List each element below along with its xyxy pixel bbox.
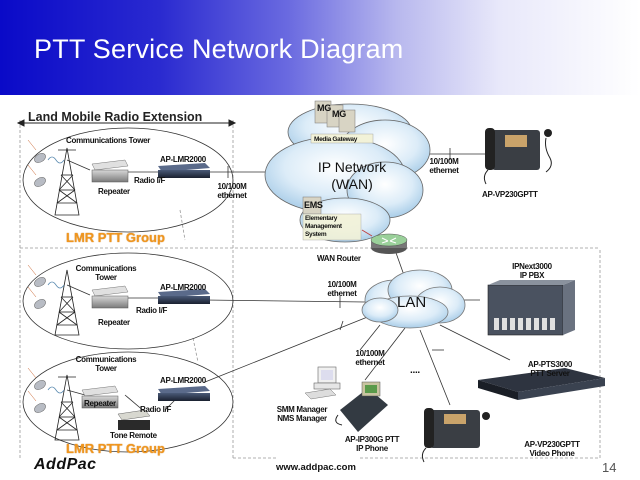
link-lmr2-lan — [204, 299, 366, 303]
lmr-ptt-group-label: LMR PTT Group — [66, 441, 165, 456]
lmr-group-2-ellipse — [22, 252, 234, 350]
tone-remote-label: Tone Remote — [110, 431, 157, 440]
ip-pbx-icon — [487, 280, 575, 336]
wan-cloud-label-line2: (WAN) — [331, 176, 373, 192]
video-phone-label: AP-VP230GPTT Video Phone — [512, 440, 592, 458]
ptt-server-label-line2: PTT Server — [530, 369, 570, 378]
wan-cloud-label: IP Network (WAN) — [302, 159, 402, 193]
lmr-gateway-icon — [158, 163, 210, 178]
radio-if-label: Radio I/F — [140, 405, 172, 414]
radio-if-label: Radio I/F — [136, 306, 168, 315]
video-phone-label-line1: AP-VP230GPTT — [524, 440, 580, 449]
addpac-logo: AddPac — [34, 456, 97, 473]
tower-label: Communications Tower — [75, 264, 137, 282]
repeater-label: Repeater — [98, 318, 130, 327]
tower-icon — [54, 374, 80, 441]
more-devices-ellipsis: .... — [410, 365, 420, 376]
ems-label-box — [302, 213, 362, 241]
ethernet-label: 10/100M ethernet — [217, 182, 247, 200]
lmr-gateway-icon — [158, 289, 210, 304]
ethernet-label: 10/100M ethernet — [355, 349, 385, 367]
lan-cloud — [361, 269, 466, 329]
lmr-gateway-label: AP-LMR2000 — [160, 155, 206, 164]
repeater-label: Repeater — [84, 399, 116, 408]
ip-phone-icon — [335, 381, 388, 432]
ip-phone-label-line2: IP Phone — [356, 444, 388, 453]
wan-cloud-label-line1: IP Network — [317, 159, 387, 175]
ptt-server-icon — [478, 368, 605, 400]
lmr-ptt-group-label: LMR PTT Group — [66, 230, 165, 245]
radio-if-label: Radio I/F — [134, 176, 166, 185]
link-lan-server — [439, 324, 511, 361]
video-phone-label: AP-VP230GPTT — [482, 190, 538, 199]
slide-header: PTT Service Network Diagram — [0, 0, 640, 95]
video-phone-icon — [483, 128, 552, 185]
wan-router-icon — [370, 233, 408, 254]
tower-label: Communications Tower — [75, 355, 137, 373]
pc-label: SMM Manager NMS Manager — [264, 405, 340, 423]
video-phone-label-line2: Video Phone — [529, 449, 575, 458]
lmr-gateway-label: AP-LMR2000 — [160, 283, 206, 292]
ptt-server-label-line1: AP-PTS3000 — [527, 360, 573, 369]
pc-label-line2: NMS Manager — [277, 414, 327, 423]
ip-pbx-label-line2: IP PBX — [519, 271, 545, 280]
repeater-label: Repeater — [98, 187, 130, 196]
ems-description: Elementary Management System — [305, 215, 342, 239]
tower-icon — [54, 147, 80, 216]
link-tower-repeater-1 — [66, 159, 91, 171]
tower-icon — [54, 269, 80, 336]
lan-cloud-label: LAN — [397, 294, 427, 311]
ems-desc-line2: Management — [305, 223, 342, 230]
ip-phone-label-line1: AP-IP300G PTT — [344, 435, 400, 444]
link-wan-router — [361, 229, 373, 237]
ems-label: EMS — [304, 200, 323, 210]
repeater-icon — [81, 385, 119, 409]
page-number: 14 — [602, 460, 617, 475]
pc-workstation-icon — [304, 366, 341, 400]
ethernet-label: 10/100M ethernet — [429, 157, 459, 175]
ethernet-label: 10/100M ethernet — [327, 280, 357, 298]
pc-label-line1: SMM Manager — [276, 405, 328, 414]
slide-title: PTT Service Network Diagram — [34, 34, 404, 64]
link-lan-ipphone — [364, 327, 406, 381]
lmr-group-1-ellipse — [22, 127, 234, 233]
footer-url[interactable]: www.addpac.com — [276, 462, 356, 473]
link-lan-videophone — [419, 329, 451, 406]
tower-label: Communications Tower — [66, 136, 151, 145]
lmr-extension-title: Land Mobile Radio Extension — [28, 110, 203, 124]
radio-handset-icon — [27, 139, 46, 413]
ip-pbx-label-line1: IPNext3000 — [512, 262, 552, 271]
repeater-icon — [91, 159, 129, 183]
lmr-extension-arrow — [16, 119, 237, 127]
wan-router-label: WAN Router — [317, 254, 361, 263]
ip-phone-label: AP-IP300G PTT IP Phone — [332, 435, 412, 453]
media-gateway-label: Media Gateway — [314, 136, 358, 143]
lmr-group-3-ellipse — [22, 351, 234, 453]
lmr-gateway-icon — [158, 386, 210, 401]
media-gateway-server-icon — [314, 100, 356, 133]
media-gateway-label-box — [310, 133, 374, 144]
radio-wave-icon — [47, 156, 65, 394]
repeater-icon — [91, 285, 129, 309]
ip-pbx-label: IPNext3000 IP PBX — [500, 262, 564, 280]
video-phone-icon — [421, 408, 490, 463]
link-lan-pc — [359, 324, 381, 351]
mg-label: MG — [317, 103, 331, 113]
lmr-gateway-label: AP-LMR2000 — [160, 376, 206, 385]
ems-desc-line1: Elementary — [305, 215, 338, 222]
link-lmr3-lan — [204, 315, 371, 383]
mg-label: MG — [332, 109, 346, 119]
ptt-server-label: AP-PTS3000 PTT Server — [518, 360, 582, 378]
ems-desc-line3: System — [305, 231, 327, 238]
tone-remote-icon — [117, 409, 151, 430]
